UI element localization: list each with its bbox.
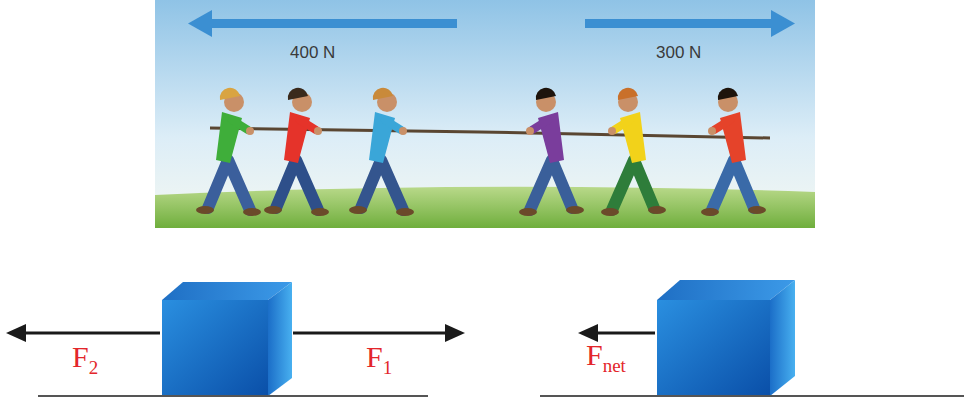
person-shape: [618, 88, 638, 100]
person-shape: [373, 88, 393, 100]
person-shape: [264, 206, 282, 214]
person-shape: [526, 127, 534, 135]
person-shape: [708, 127, 716, 135]
person-shape: [536, 88, 556, 100]
ground-line: [38, 395, 428, 397]
person-shape: [286, 96, 287, 97]
block: [162, 282, 292, 396]
person-shape: [608, 127, 616, 135]
person-shape: [716, 96, 717, 97]
person-shape: [532, 120, 548, 130]
block: [657, 280, 795, 396]
person-shape: [701, 208, 719, 216]
person-shape: [601, 208, 619, 216]
force-arrows: [188, 10, 795, 37]
person-shape: [218, 96, 219, 97]
person-shape: [718, 88, 738, 100]
person-shape: [385, 120, 401, 130]
person-shape: [246, 127, 254, 135]
person-shape: [566, 206, 584, 214]
person-shape: [220, 88, 240, 100]
person-shape: [311, 208, 329, 216]
person-shape: [519, 208, 537, 216]
person-shape: [648, 206, 666, 214]
person-shape: [534, 96, 535, 97]
person-shape: [748, 206, 766, 214]
person-shape: [361, 160, 403, 210]
person-shape: [314, 127, 322, 135]
person-shape: [196, 206, 214, 214]
force-label: F1: [366, 342, 392, 377]
person-shape: [243, 208, 261, 216]
person-shape: [612, 160, 654, 210]
person-shape: [300, 120, 316, 130]
person-shape: [232, 120, 248, 130]
person-shape: [208, 160, 250, 210]
people: [196, 88, 766, 216]
person-shape: [614, 120, 630, 130]
sky: [155, 0, 815, 228]
person-shape: [371, 96, 372, 97]
person-shape: [399, 127, 407, 135]
person-shape: [530, 160, 572, 210]
person-shape: [276, 160, 318, 210]
force-arrows: [6, 324, 465, 342]
person-shape: [288, 88, 308, 100]
force-label: Fnet: [586, 340, 626, 375]
person-shape: [396, 208, 414, 216]
force-value: 300 N: [656, 44, 701, 61]
person-shape: [714, 120, 730, 130]
ground-line: [540, 395, 964, 397]
person-shape: [712, 160, 754, 210]
person-shape: [349, 206, 367, 214]
force-value: 400 N: [290, 44, 335, 61]
force-label: F2: [72, 342, 98, 377]
person-shape: [616, 96, 617, 97]
